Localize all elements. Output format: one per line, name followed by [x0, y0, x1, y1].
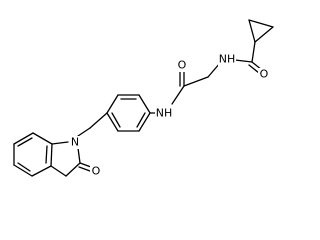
bond-ph-inner-3: [136, 112, 146, 128]
structure-diagram: NH O O NH N O: [13, 19, 274, 178]
bond-bz-1: [50, 143, 53, 167]
molecule-canvas: NH O O NH N O: [13, 19, 274, 178]
bond-co-right-b: [248, 64, 260, 74]
bond-bz-inner-1: [45, 145, 48, 164]
bond-ph-1: [138, 94, 151, 114]
bond-bz-3: [13, 164, 33, 177]
atom-o-right-label: O: [260, 68, 269, 81]
bond-carbonyl-nh-middle: [171, 85, 185, 105]
atom-o-middle-label: O: [178, 59, 187, 72]
bond-carbonyl-nh: [234, 59, 253, 63]
bond-layer: [13, 19, 274, 177]
bond-lactam-co-b: [78, 166, 91, 172]
bond-ch2-carbonyl: [183, 76, 209, 87]
atom-n-indoline: N: [69, 136, 81, 149]
bond-c3-c3a: [50, 165, 67, 177]
bond-n-carbonyl: [77, 147, 81, 164]
bond-bz-inner-3: [17, 137, 33, 147]
bond-bz-inner-2: [17, 162, 31, 172]
atom-nh-middle: NH: [155, 106, 173, 120]
atom-n-indoline-label: N: [71, 136, 79, 149]
bond-ph-4: [106, 112, 119, 132]
atom-o-lactam-label: O: [92, 165, 101, 178]
atom-nh-right: NH: [218, 52, 236, 66]
bond-carbonyl-c3: [65, 162, 81, 177]
atom-nh-middle-label: NH: [156, 107, 173, 120]
bond-bz-5: [13, 132, 34, 145]
bond-bz-2: [31, 165, 52, 177]
atom-o-lactam: O: [90, 165, 102, 178]
atom-nh-right-label: NH: [219, 53, 236, 66]
bond-aryl-ch2: [89, 112, 108, 129]
atom-o-middle: O: [176, 59, 188, 72]
bond-ph-6: [138, 112, 151, 132]
bond-cp-carbonyl: [251, 41, 256, 63]
bond-cp-3: [248, 19, 256, 43]
bond-ph-3: [106, 94, 119, 114]
bond-c7a-n: [51, 141, 69, 145]
bond-ch2-n: [77, 127, 91, 137]
bond-ph-inner-2: [111, 112, 121, 128]
bond-bz-6: [32, 132, 53, 145]
bond-cp-2: [248, 19, 274, 28]
atom-layer: NH O O NH N O: [69, 52, 269, 178]
atom-o-right: O: [258, 68, 269, 81]
bond-cp-1: [254, 26, 274, 43]
bond-lactam-co-a: [79, 162, 92, 168]
